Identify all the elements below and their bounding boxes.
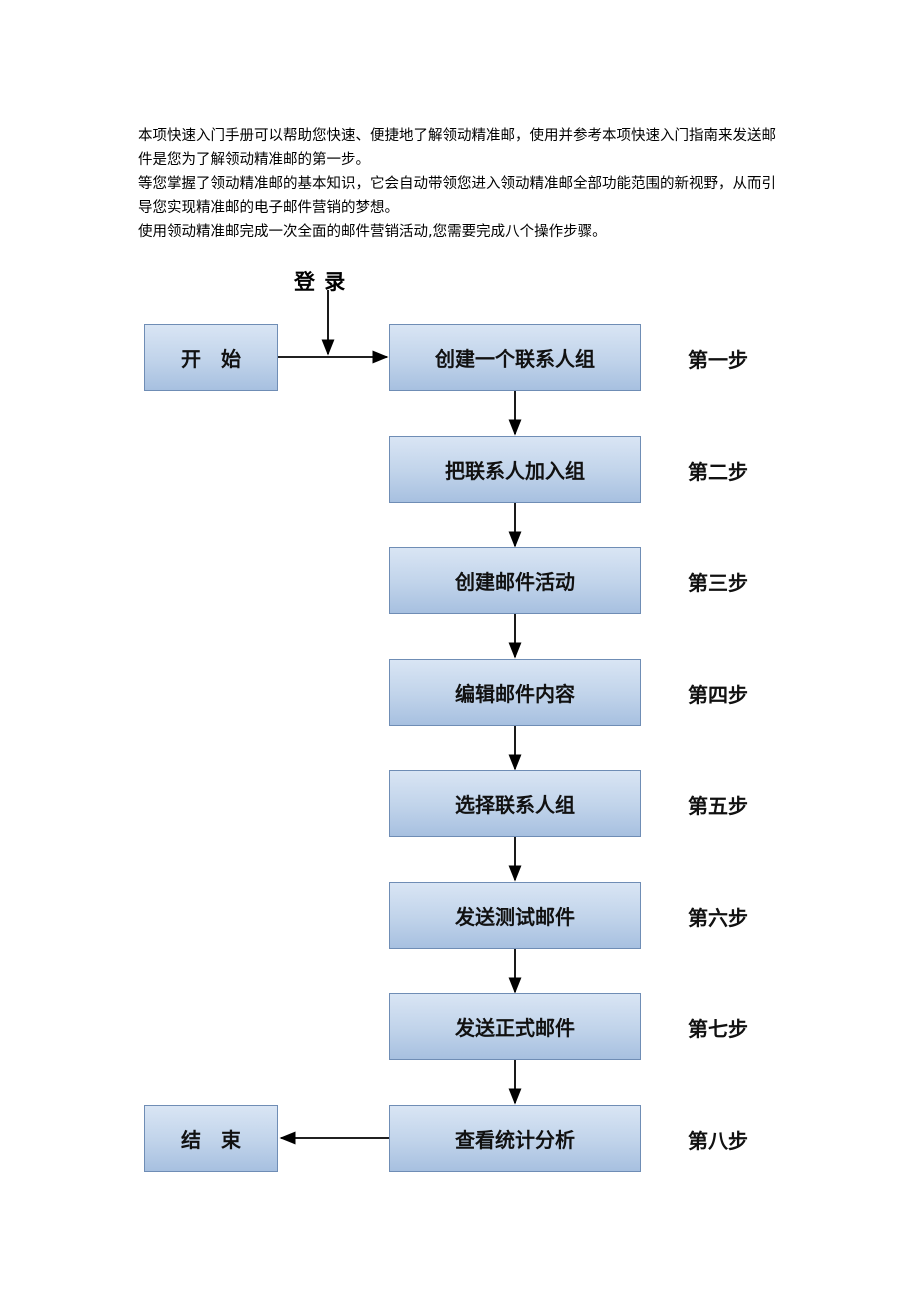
step-box-6: 发送测试邮件	[389, 882, 641, 949]
intro-text: 本项快速入门手册可以帮助您快速、便捷地了解领动精准邮，使用并参考本项快速入门指南…	[138, 124, 778, 244]
intro-paragraph-2: 等您掌握了领动精准邮的基本知识，它会自动带领您进入领动精准邮全部功能范围的新视野…	[138, 176, 776, 216]
step-box-1: 创建一个联系人组	[389, 324, 641, 391]
step-box-5: 选择联系人组	[389, 770, 641, 837]
step-label-3: 第三步	[688, 571, 748, 595]
step-box-7: 发送正式邮件	[389, 993, 641, 1060]
start-box: 开 始	[144, 324, 278, 391]
step-label-5: 第五步	[688, 794, 748, 818]
step-label-1: 第一步	[688, 348, 748, 372]
step-label-6: 第六步	[688, 906, 748, 930]
end-box: 结 束	[144, 1105, 278, 1172]
step-label-4: 第四步	[688, 683, 748, 707]
step-box-2: 把联系人加入组	[389, 436, 641, 503]
step-box-4: 编辑邮件内容	[389, 659, 641, 726]
step-box-3: 创建邮件活动	[389, 547, 641, 614]
step-label-2: 第二步	[688, 460, 748, 484]
login-label: 登 录	[294, 269, 347, 294]
step-label-7: 第七步	[688, 1017, 748, 1041]
intro-paragraph-1: 本项快速入门手册可以帮助您快速、便捷地了解领动精准邮，使用并参考本项快速入门指南…	[138, 128, 776, 168]
step-label-8: 第八步	[688, 1129, 748, 1153]
step-box-8: 查看统计分析	[389, 1105, 641, 1172]
intro-paragraph-3: 使用领动精准邮完成一次全面的邮件营销活动,您需要完成八个操作步骤。	[138, 224, 607, 240]
